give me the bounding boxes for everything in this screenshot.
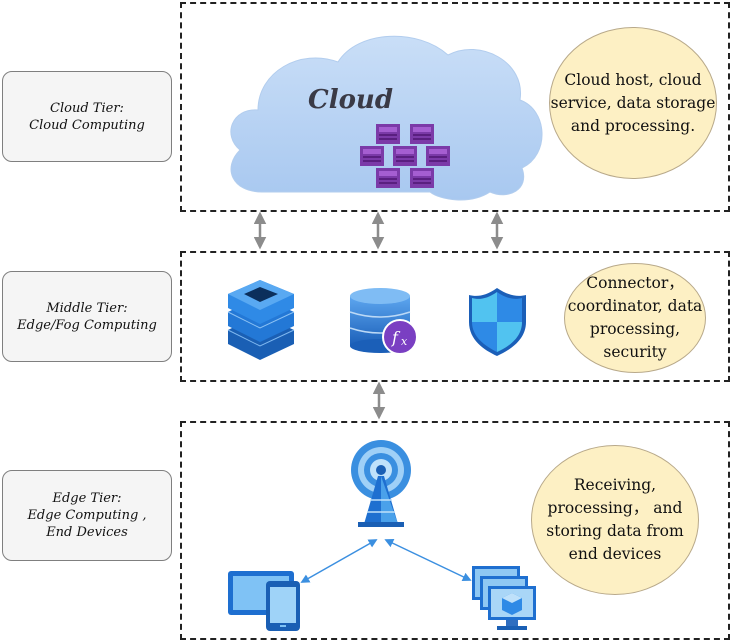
middle-description-bubble: Connector， coordinator, data processing,… [564,263,706,373]
tier-label-edge: Edge Tier: Edge Computing , End Devices [2,470,172,561]
tier-connection-arrows [253,211,504,420]
tier-label-text: Middle Tier: Edge/Fog Computing [17,300,157,333]
arrow-tower-devices [300,539,378,583]
edge-tier-box [180,421,730,640]
virtual-machines-icon [472,566,536,630]
database-function-icon: f x [349,288,418,355]
cloud-description-bubble: Cloud host, cloud service, data storage … [549,27,717,179]
device-connection-arrows [300,539,472,583]
tier-label-text: Cloud Tier: Cloud Computing [29,100,145,133]
cloud-icon [230,35,543,201]
server-stack-icon [227,280,295,360]
cloud-description-text: Cloud host, cloud service, data storage … [550,70,716,135]
kubernetes-cubes-icon [360,124,450,188]
tier-label-text: Edge Tier: Edge Computing , End Devices [27,491,147,540]
svg-text:f: f [391,328,401,347]
tier-label-middle: Middle Tier: Edge/Fog Computing [2,271,172,362]
middle-description-text: Connector， coordinator, data processing,… [567,274,703,361]
security-shield-icon [469,288,526,356]
cloud-tier-box [180,2,730,212]
arrow-tower-monitors [384,539,472,581]
tier-label-cloud: Cloud Tier: Cloud Computing [2,71,172,162]
tablet-phone-icon [228,571,300,631]
edge-description-text: Receiving, processing， and storing data … [546,476,684,563]
broadcast-tower-icon [351,440,411,527]
edge-description-bubble: Receiving, processing， and storing data … [531,445,699,595]
svg-text:x: x [401,335,408,348]
middle-tier-box [180,251,730,382]
cloud-title: Cloud [308,85,393,115]
